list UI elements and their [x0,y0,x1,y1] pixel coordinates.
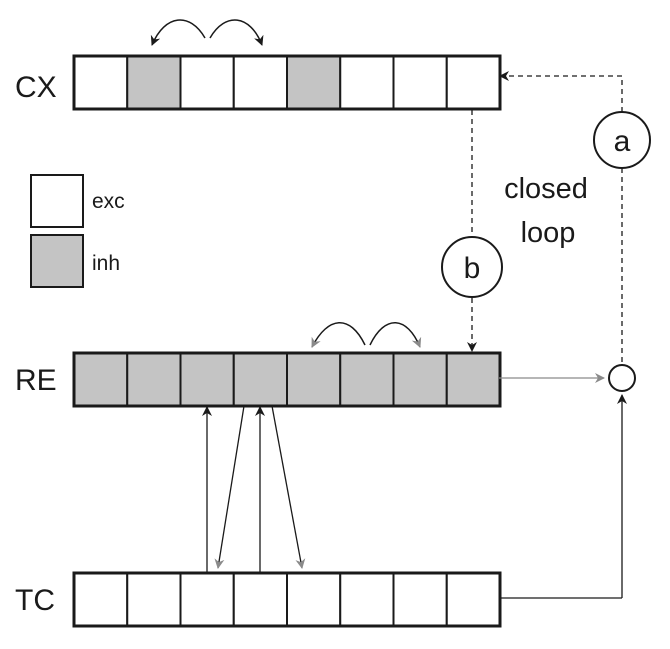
re-cell-inh [445,352,501,407]
legend-exc-label: exc [92,190,125,213]
tc-cell-exc [232,572,288,627]
cx-cell-exc [339,55,395,110]
loop-circle-b [441,236,503,298]
re-label: RE [15,364,57,397]
re-cell-inh [73,352,129,407]
cx-label: CX [15,71,57,104]
tc-cell-exc [286,572,342,627]
re-cell-inh [232,352,288,407]
legend-inh-label: inh [92,252,120,275]
legend-exc-swatch [30,174,84,228]
loop-circle-a-label: a [614,125,631,158]
closed-loop-label-line2: loop [521,217,576,249]
closed-loop-label-line1: closed [504,173,588,205]
re-cell-inh [392,352,448,407]
re-to-tc-projection-2 [271,405,306,569]
re-lateral-arc-left [311,322,366,348]
re-to-tc-projection-1 [214,405,245,569]
comparator-node [608,364,636,392]
re-cell-inh [286,352,342,407]
cx-cell-exc [392,55,448,110]
cx-cell-inh [126,55,182,110]
tc-row-outline [72,571,502,628]
tc-label: TC [15,584,55,617]
cx-layer-row [72,54,502,111]
re-layer-row [72,351,502,408]
legend-inh-swatch [30,234,84,288]
cx-cell-inh [286,55,342,110]
re-lateral-arc-right [369,322,422,348]
loop-circle-a [593,111,651,169]
re-cell-inh [179,352,235,407]
re-cell-inh [126,352,182,407]
cx-cell-exc [232,55,288,110]
tc-cell-exc [126,572,182,627]
loop-circle-b-label: b [464,252,481,285]
cx-lateral-arc-right [209,19,264,46]
tc-cell-exc [392,572,448,627]
cx-lateral-arc-left [150,19,206,46]
tc-cell-exc [445,572,501,627]
cx-cell-exc [73,55,129,110]
tc-cell-exc [339,572,395,627]
cx-cell-exc [445,55,501,110]
tc-cell-exc [179,572,235,627]
cx-cell-exc [179,55,235,110]
re-row-outline [72,351,502,408]
tc-layer-row [72,571,502,628]
cx-row-outline [72,54,502,111]
re-cell-inh [339,352,395,407]
tc-cell-exc [73,572,129,627]
